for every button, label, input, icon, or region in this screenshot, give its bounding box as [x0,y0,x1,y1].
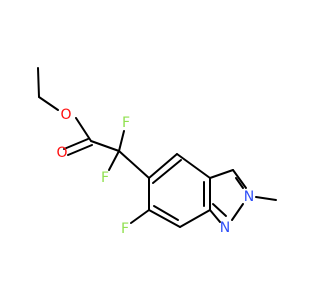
bond-cf2-f2 [108,150,120,171]
bond-c3-n2-inner [235,177,244,189]
atom-o-ether: O [60,107,71,123]
atom-o-carbonyl: O [56,145,67,161]
bond-ethyl-terminal [37,67,40,98]
bond-ring-c7-c6 [148,209,181,228]
bond-n2-n1 [231,203,244,221]
bond-ring-f [130,209,150,224]
bond-ethyl-ch2 [38,96,59,111]
structure-drawing: O O F F F N N [37,67,277,237]
bond-ring-c7a-c7 [179,209,211,228]
molecule-diagram: O O F F F N N [37,67,277,237]
bond-n1-c7a-inner [212,203,227,217]
bond-ring-c4-c4-inner [152,159,182,184]
bond-n1-c7a [209,209,221,223]
bond-ester-o-c [75,117,92,142]
atom-f-ring: F [121,221,129,237]
atom-n-1: N [220,220,230,236]
bond-ring-c5-c4 [148,153,178,179]
bond-ring-c4-c3a [176,153,211,179]
bond-c-cf2 [90,140,120,152]
bond-carbonyl-1 [63,138,89,150]
bond-c3-n2 [232,169,247,189]
bond-cf2-ring [118,150,150,179]
atom-f-alpha-2: F [101,170,109,186]
bond-carbonyl-2 [67,144,93,156]
atom-n-2: N [244,189,254,205]
bond-n-methyl [255,196,277,201]
bond-c3a-c3 [209,169,234,179]
atom-f-alpha-1: F [122,115,130,131]
bond-cf2-f1 [118,130,125,152]
bond-ring-c7-c6-inner [153,205,179,221]
